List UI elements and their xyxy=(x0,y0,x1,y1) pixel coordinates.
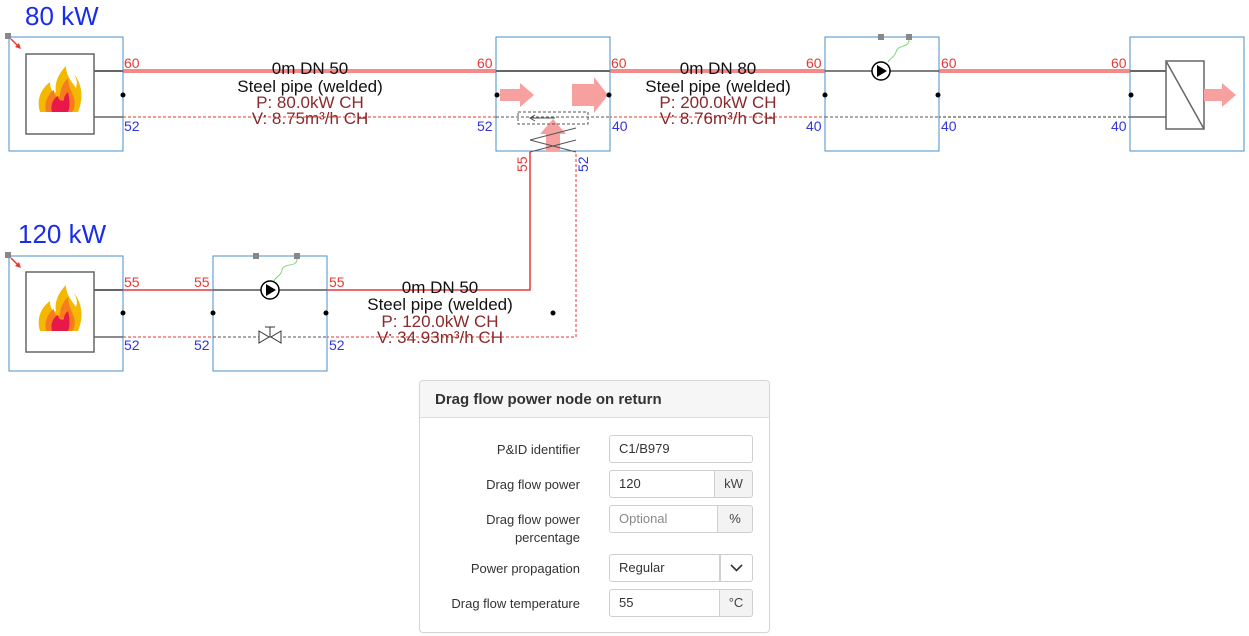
junction-dot xyxy=(550,310,556,316)
pipe-flow: V: 8.75m³/h CH xyxy=(252,109,369,128)
heater-bottom-return-temp: 52 xyxy=(124,337,140,353)
mixer-out-supply: 60 xyxy=(611,55,627,71)
mixer-out-return: 40 xyxy=(612,118,628,134)
consumer-supply-temp: 60 xyxy=(1111,55,1127,71)
chevron-down-icon xyxy=(730,564,743,572)
pipe-label-top-left[interactable]: 0m DN 50 Steel pipe (welded) P: 80.0kW C… xyxy=(237,59,383,128)
percentage-label: Drag flow power percentage xyxy=(486,511,580,547)
pipe-label-top-right[interactable]: 0m DN 80 Steel pipe (welded) P: 200.0kW … xyxy=(645,59,791,128)
pipe-power: P: 200.0kW CH xyxy=(659,93,776,112)
heater-bottom[interactable] xyxy=(5,252,126,372)
pipe-material: Steel pipe (welded) xyxy=(645,77,791,96)
consumer-block[interactable] xyxy=(1128,36,1245,152)
propagation-dropdown-button[interactable] xyxy=(720,554,753,582)
signal-connector-icon xyxy=(878,34,912,63)
mixer-block[interactable] xyxy=(494,36,612,153)
bottom-supply-pipe-b[interactable] xyxy=(326,152,531,291)
pid-input[interactable]: C1/B979 xyxy=(609,435,753,463)
pipe-power: P: 80.0kW CH xyxy=(256,93,364,112)
temperature-input[interactable]: 55 xyxy=(609,589,720,617)
pipe-label-bottom[interactable]: 0m DN 50 Steel pipe (welded) P: 120.0kW … xyxy=(367,278,513,347)
bottom-return-pipe-b[interactable] xyxy=(326,152,577,338)
pump-top-out-return: 40 xyxy=(941,118,957,134)
valve-icon xyxy=(258,326,282,344)
pid-label: P&ID identifier xyxy=(496,442,580,457)
settings-handle-icon[interactable] xyxy=(5,33,21,49)
pipe-size: 0m DN 80 xyxy=(680,59,757,78)
pump-block-bottom[interactable] xyxy=(210,253,329,372)
pump-icon xyxy=(260,280,280,300)
mixing-valve-icon xyxy=(517,111,589,153)
settings-handle-icon[interactable] xyxy=(5,252,21,268)
power-label: Drag flow power xyxy=(486,477,580,492)
percentage-unit: % xyxy=(718,505,753,533)
flame-icon xyxy=(38,285,82,331)
propagation-select[interactable]: Regular xyxy=(609,554,720,582)
panel-title: Drag flow power node on return xyxy=(420,381,769,418)
flow-arrow-icon xyxy=(1204,83,1236,107)
pipe-size: 0m DN 50 xyxy=(402,278,479,297)
pump-bottom-out-supply: 55 xyxy=(329,274,345,290)
heater-bottom-supply-temp: 55 xyxy=(124,274,140,290)
propagation-label: Power propagation xyxy=(470,561,580,576)
temperature-unit: °C xyxy=(720,589,753,617)
properties-panel: Drag flow power node on return P&ID iden… xyxy=(419,380,770,633)
consumer-return-temp: 40 xyxy=(1111,118,1127,134)
mixer-branch-supply: 55 xyxy=(514,156,530,172)
power-unit: kW xyxy=(715,470,753,498)
pump-icon xyxy=(871,61,891,81)
heat-exchanger-icon xyxy=(1165,60,1205,130)
pipe-flow: V: 34.93m³/h CH xyxy=(377,328,503,347)
mixer-in-return: 52 xyxy=(477,118,493,134)
pump-top-in-supply: 60 xyxy=(806,55,822,71)
pump-top-out-supply: 60 xyxy=(941,55,957,71)
power-input[interactable]: 120 xyxy=(609,470,715,498)
percentage-label-line1: Drag flow power xyxy=(486,512,580,527)
pump-bottom-out-return: 52 xyxy=(329,337,345,353)
pipe-power: P: 120.0kW CH xyxy=(381,312,498,331)
signal-connector-icon xyxy=(253,253,300,282)
pump-bottom-in-return: 52 xyxy=(194,337,210,353)
temperature-label: Drag flow temperature xyxy=(451,596,580,611)
heater-top-supply-temp: 60 xyxy=(124,55,140,71)
pipe-material: Steel pipe (welded) xyxy=(367,295,513,314)
pump-block-top[interactable] xyxy=(822,34,941,152)
heater-top[interactable] xyxy=(5,33,126,152)
heater-top-power-label: 80 kW xyxy=(25,1,99,31)
heater-top-return-temp: 52 xyxy=(124,118,140,134)
flow-arrow-icon xyxy=(500,77,608,151)
pump-top-in-return: 40 xyxy=(806,118,822,134)
percentage-label-line2: percentage xyxy=(514,530,580,545)
percentage-input[interactable]: Optional xyxy=(609,505,718,533)
pump-bottom-in-supply: 55 xyxy=(194,274,210,290)
mixer-branch-return: 52 xyxy=(575,156,591,172)
flame-icon xyxy=(38,66,82,112)
pipe-size: 0m DN 50 xyxy=(272,59,349,78)
pipe-flow: V: 8.76m³/h CH xyxy=(660,109,777,128)
mixer-in-supply: 60 xyxy=(477,55,493,71)
pipe-material: Steel pipe (welded) xyxy=(237,77,383,96)
heater-bottom-power-label: 120 kW xyxy=(18,219,107,249)
